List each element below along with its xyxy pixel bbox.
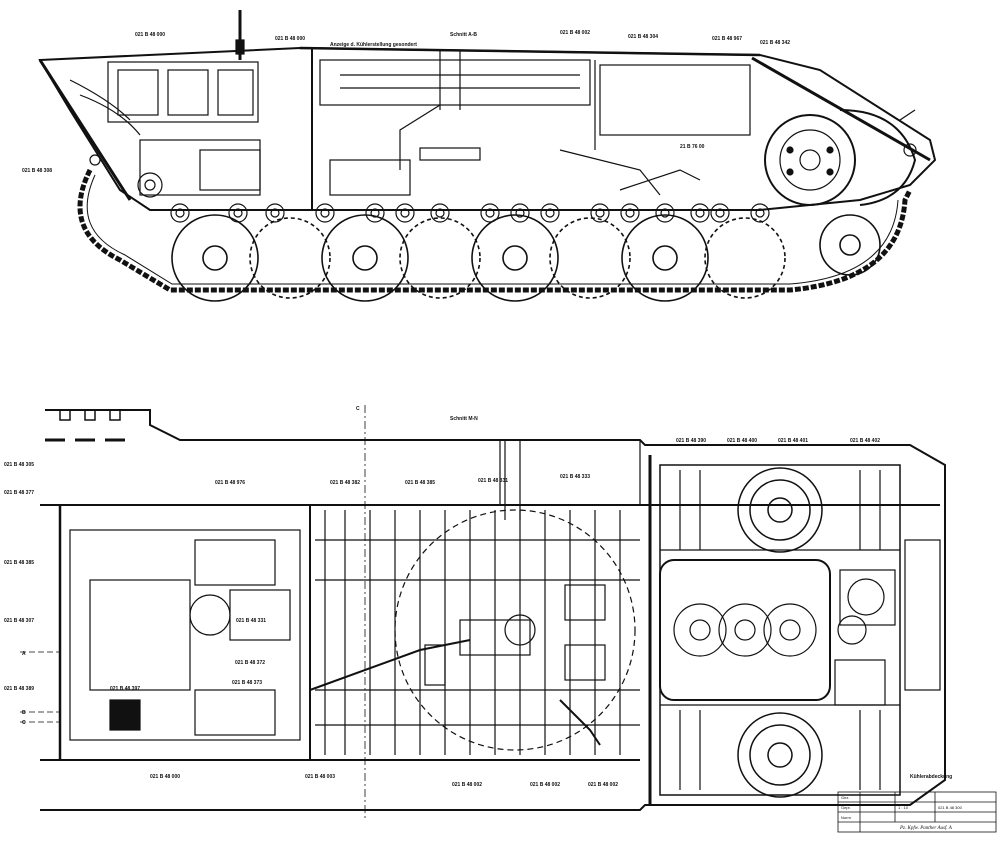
side-callout: 21 B 76 00 xyxy=(680,144,705,150)
side-callout: 021 B 48 002 xyxy=(560,30,590,36)
title-row: Gepr. xyxy=(841,805,851,810)
side-callout: 021 B 48 000 xyxy=(275,36,305,42)
side-note: Anzeige d. Kühlerstellung gesondert xyxy=(330,42,417,48)
plan-callout: 021 B 48 002 xyxy=(452,782,482,788)
title-block xyxy=(837,791,997,833)
section-marker: B xyxy=(22,710,26,716)
side-view xyxy=(38,10,937,302)
radiator-note: Kühlerabdeckung xyxy=(910,774,952,780)
plan-callout: 021 B 48 402 xyxy=(850,438,880,444)
plan-callout: 021 B 48 372 xyxy=(235,660,265,666)
plan-callout: 021 B 48 002 xyxy=(530,782,560,788)
plan-callout: 021 B 48 373 xyxy=(232,680,262,686)
plan-left-callout: 021 B 48 385 xyxy=(4,560,34,566)
plan-left-callout: 021 B 48 305 xyxy=(4,462,34,468)
plan-callout: 021 B 48 333 xyxy=(560,474,590,480)
plan-callout: 021 B 48 976 xyxy=(215,480,245,486)
plan-callout: 021 B 48 002 xyxy=(588,782,618,788)
plan-callout: 021 B 48 400 xyxy=(727,438,757,444)
section-marker: A xyxy=(22,651,26,657)
plan-callout: 021 B 48 331 xyxy=(236,618,266,624)
plan-left-callout: 021 B 48 389 xyxy=(4,686,34,692)
turret-ring xyxy=(394,509,636,751)
plan-view xyxy=(20,405,946,820)
title-row: Norm xyxy=(841,815,851,820)
plan-callout: 021 B 48 000 xyxy=(150,774,180,780)
title-scale: 1 : 10 xyxy=(898,805,909,810)
return-rollers xyxy=(170,203,770,223)
plan-section-label: Schnitt M-N xyxy=(450,416,478,422)
side-section-label: Schnitt A-B xyxy=(450,32,477,38)
side-callout: 021 B 48 304 xyxy=(628,34,658,40)
track xyxy=(77,168,913,293)
plan-left-callout: 021 B 48 377 xyxy=(4,490,34,496)
plan-left-callout: 021 B 48 307 xyxy=(4,618,34,624)
side-callout: 021 B 48 308 xyxy=(22,168,52,174)
title-drawing-no: 021 B 48 300 xyxy=(938,805,963,810)
plan-callout: 021 B 48 003 xyxy=(305,774,335,780)
section-marker: C xyxy=(22,720,26,726)
title-designation: Pz. Kpfw. Panther Ausf. A xyxy=(899,826,953,831)
torsion-bars xyxy=(315,510,640,755)
side-callout: 021 B 48 000 xyxy=(135,32,165,38)
plan-callout: 021 B 48 331 xyxy=(478,478,508,484)
plan-callout: 021 B 48 385 xyxy=(405,480,435,486)
side-view-labels: Schnitt A-B Anzeige d. Kühlerstellung ge… xyxy=(22,30,790,174)
section-marker: C xyxy=(356,406,360,412)
title-row: Gez. xyxy=(841,795,849,800)
side-callout: 021 B 48 342 xyxy=(760,40,790,46)
plan-callout: 021 B 48 401 xyxy=(778,438,808,444)
plan-callout: 021 B 48 382 xyxy=(330,480,360,486)
road-wheels xyxy=(171,214,881,302)
cooling-fans xyxy=(737,467,823,798)
plan-callout: 021 B 48 397 xyxy=(110,686,140,692)
plan-callout: 021 B 48 390 xyxy=(676,438,706,444)
side-callout: 021 B 48 967 xyxy=(712,36,742,42)
plan-view-labels: Schnitt M-N 021 B 48 976 021 B 48 382 02… xyxy=(4,406,952,788)
